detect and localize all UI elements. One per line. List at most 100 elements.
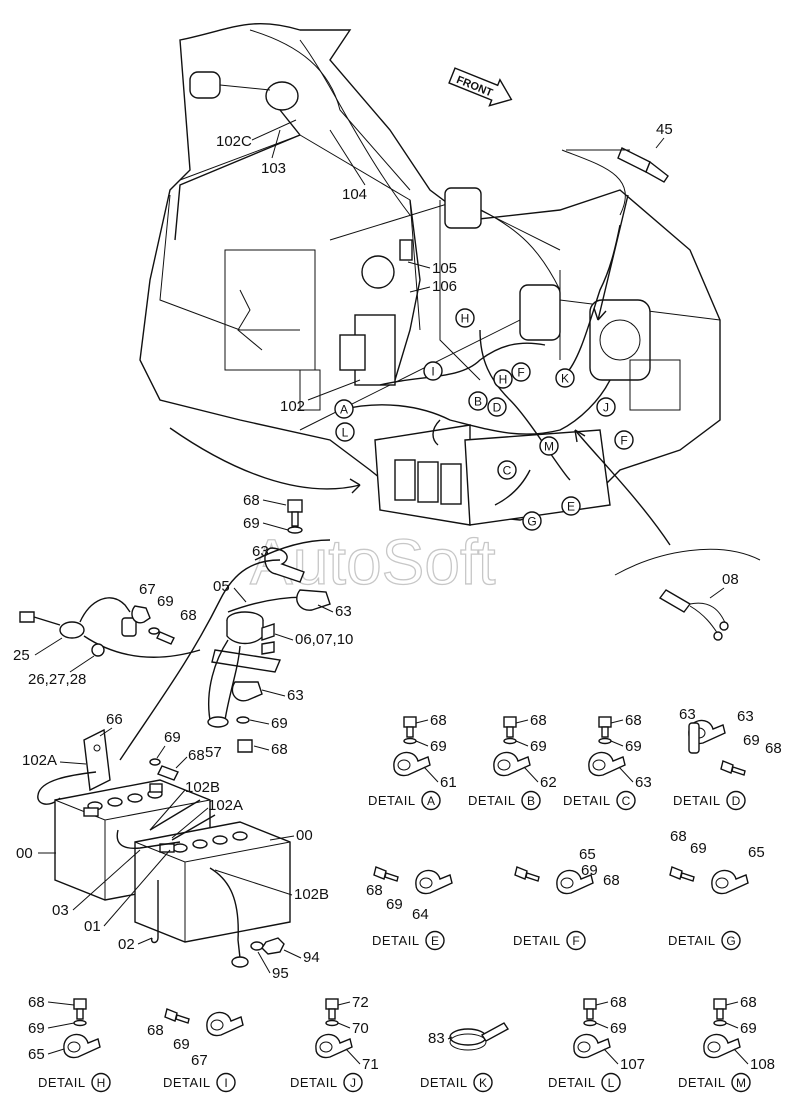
detail-letter: B (527, 794, 535, 808)
battery-assembly (19, 499, 331, 968)
detail-caption: DETAIL (563, 793, 611, 808)
part-number: 69 (610, 1020, 627, 1037)
part-number: 68 (765, 740, 782, 757)
detail-caption: DETAIL (678, 1075, 726, 1090)
label-105: 105 (432, 260, 457, 277)
detail-caption: DETAIL (163, 1075, 211, 1090)
part-08-sensor: 08 (614, 548, 761, 641)
watermark: AutoSoft (250, 526, 496, 598)
part-number: 65 (748, 844, 765, 861)
label-45: 45 (656, 121, 673, 138)
callout-g: G (522, 511, 542, 531)
detail-letter-circle (216, 1072, 236, 1093)
callout-a: A (334, 399, 354, 419)
detail-letter-circle (91, 1072, 111, 1093)
part-number: 69 (28, 1020, 45, 1037)
detail-caption: DETAIL (420, 1075, 468, 1090)
detail-letter-circle (425, 930, 445, 951)
part-number: 69 (743, 732, 760, 749)
detail-letter-circle (721, 930, 741, 951)
detail-letter: L (608, 1076, 615, 1090)
callout-letter: F (620, 434, 627, 448)
label-63-c: 63 (287, 687, 304, 704)
part-number: 67 (191, 1052, 208, 1069)
part-number: 68 (670, 828, 687, 845)
part-number: 65 (579, 846, 596, 863)
part-number: 69 (625, 738, 642, 755)
part-number: 69 (173, 1036, 190, 1053)
part-number: 69 (740, 1020, 757, 1037)
part-number: 63 (635, 774, 652, 791)
part-number: 70 (352, 1020, 369, 1037)
label-69-d: 69 (164, 729, 181, 746)
detail-letter: M (736, 1076, 746, 1090)
part-number: 63 (737, 708, 754, 725)
detail-letter-circle (521, 790, 541, 811)
detail-letter-circle (616, 790, 636, 811)
callout-letter: A (340, 403, 348, 417)
detail-caption: DETAIL (290, 1075, 338, 1090)
label-06-07-10: 06,07,10 (295, 631, 353, 648)
callout-e: E (561, 496, 581, 516)
part-number: 62 (540, 774, 557, 791)
callout-letter: J (603, 401, 609, 415)
part-number: 68 (147, 1022, 164, 1039)
label-69-b: 69 (157, 593, 174, 610)
part-number: 65 (28, 1046, 45, 1063)
callout-f: F (511, 362, 531, 382)
label-08: 08 (722, 571, 739, 588)
part-number: 69 (581, 862, 598, 879)
callout-letter: D (493, 401, 502, 415)
label-03: 03 (52, 902, 69, 919)
callout-letter: C (503, 464, 512, 478)
part-number: 68 (28, 994, 45, 1011)
detail-caption: DETAIL (548, 1075, 596, 1090)
part-number: 68 (740, 994, 757, 1011)
label-68-d: 68 (188, 747, 205, 764)
detail-letter: A (427, 794, 435, 808)
label-69-top: 69 (243, 515, 260, 532)
callout-h: H (493, 369, 513, 389)
detail-letter-circle (566, 930, 586, 951)
label-68-c: 68 (271, 741, 288, 758)
label-01: 01 (84, 918, 101, 935)
callout-letter: L (342, 426, 349, 440)
main-view-labels: 102C 103 104 105 106 102 (216, 119, 457, 415)
label-102: 102 (280, 398, 305, 415)
part-number: 68 (430, 712, 447, 729)
part-number: 69 (430, 738, 447, 755)
detail-letter: J (350, 1076, 356, 1090)
callout-k: K (555, 368, 575, 388)
label-63-a: 63 (252, 543, 269, 560)
detail-letter: G (726, 934, 735, 948)
machine-upper-structure (139, 23, 721, 526)
detail-letter: E (431, 934, 439, 948)
label-68-b: 68 (180, 607, 197, 624)
part-number: 68 (603, 872, 620, 889)
label-103: 103 (261, 160, 286, 177)
detail-caption: DETAIL (38, 1075, 86, 1090)
part-number: 64 (412, 906, 429, 923)
callout-letter: H (461, 312, 470, 326)
callout-letter: K (561, 372, 569, 386)
detail-letter: D (732, 794, 741, 808)
callout-letter: B (474, 395, 482, 409)
label-68-top: 68 (243, 492, 260, 509)
part-number: 68 (610, 994, 627, 1011)
label-05: 05 (213, 578, 230, 595)
detail-caption: DETAIL (468, 793, 516, 808)
label-95: 95 (272, 965, 289, 982)
label-26-27-28: 26,27,28 (28, 671, 86, 688)
label-104: 104 (342, 186, 367, 203)
callout-letter: E (567, 500, 575, 514)
label-63-b: 63 (335, 603, 352, 620)
detail-letter: K (479, 1076, 487, 1090)
